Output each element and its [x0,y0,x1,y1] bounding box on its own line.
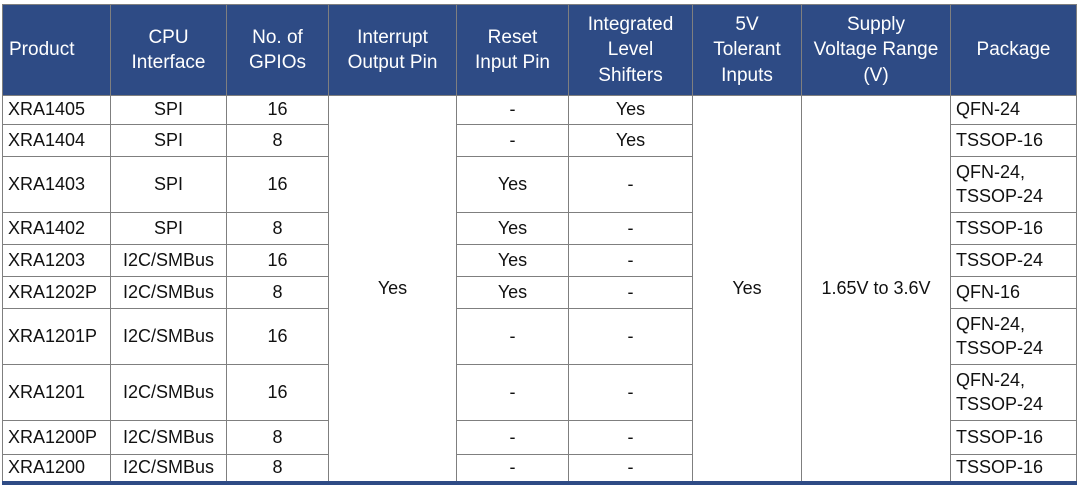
product-cell: XRA1402 [2,212,111,245]
cpu-interface-cell: I2C/SMBus [110,276,227,309]
gpios-cell: 8 [226,420,329,455]
table-row: XRA1404 SPI 8 - Yes TSSOP-16 [2,124,1077,157]
level-shifters-cell: - [568,454,693,483]
product-cell: XRA1200P [2,420,111,455]
level-shifters-cell: Yes [568,95,693,125]
product-cell: XRA1201 [2,364,111,421]
cpu-interface-cell: I2C/SMBus [110,364,227,421]
header-row: Product CPU Interface No. of GPIOs Inter… [2,4,1077,96]
supply-voltage-range-merged-cell: 1.65V to 3.6V [801,95,951,483]
level-shifters-cell: - [568,276,693,309]
reset-input-pin-cell: - [456,420,569,455]
reset-input-pin-cell: - [456,454,569,483]
package-cell: TSSOP-16 [950,124,1077,157]
level-shifters-cell: - [568,420,693,455]
header-supply-voltage-range: Supply Voltage Range (V) [801,4,951,96]
header-reset-input-pin: Reset Input Pin [456,4,569,96]
table-row: XRA1200 I2C/SMBus 8 - - TSSOP-16 [2,454,1077,483]
table-row: XRA1201P I2C/SMBus 16 - - QFN-24, TSSOP-… [2,308,1077,365]
reset-input-pin-cell: - [456,364,569,421]
package-cell: TSSOP-16 [950,420,1077,455]
gpios-cell: 16 [226,95,329,125]
reset-input-pin-cell: - [456,95,569,125]
cpu-interface-cell: I2C/SMBus [110,454,227,483]
product-cell: XRA1203 [2,244,111,277]
gpios-cell: 8 [226,212,329,245]
package-cell: QFN-24, TSSOP-24 [950,156,1077,213]
product-cell: XRA1202P [2,276,111,309]
gpios-cell: 8 [226,124,329,157]
reset-input-pin-cell: Yes [456,156,569,213]
product-cell: XRA1405 [2,95,111,125]
cpu-interface-cell: I2C/SMBus [110,308,227,365]
interrupt-output-pin-merged-cell: Yes [328,95,457,483]
cpu-interface-cell: SPI [110,95,227,125]
level-shifters-cell: - [568,212,693,245]
table-row: XRA1405 SPI 16 Yes - Yes Yes 1.65V to 3.… [2,95,1077,483]
reset-input-pin-cell: Yes [456,212,569,245]
header-interrupt-output-pin: Interrupt Output Pin [328,4,457,96]
gpios-cell: 16 [226,156,329,213]
header-gpios: No. of GPIOs [226,4,329,96]
package-cell: TSSOP-24 [950,244,1077,277]
gpios-cell: 16 [226,308,329,365]
header-level-shifters: Integrated Level Shifters [568,4,693,96]
cpu-interface-cell: SPI [110,156,227,213]
table-row: XRA1203 I2C/SMBus 16 Yes - TSSOP-24 [2,244,1077,277]
reset-input-pin-cell: - [456,124,569,157]
table-row: XRA1403 SPI 16 Yes - QFN-24, TSSOP-24 [2,156,1077,213]
package-cell: QFN-24, TSSOP-24 [950,364,1077,421]
table-row: XRA1200P I2C/SMBus 8 - - TSSOP-16 [2,420,1077,455]
header-cpu-interface: CPU Interface [110,4,227,96]
package-cell: TSSOP-16 [950,212,1077,245]
level-shifters-cell: - [568,156,693,213]
level-shifters-cell: - [568,364,693,421]
reset-input-pin-cell: Yes [456,244,569,277]
cpu-interface-cell: SPI [110,124,227,157]
product-cell: XRA1201P [2,308,111,365]
gpios-cell: 16 [226,364,329,421]
product-cell: XRA1200 [2,454,111,483]
gpios-cell: 8 [226,454,329,483]
product-cell: XRA1404 [2,124,111,157]
header-package: Package [950,4,1077,96]
header-5v-tolerant-inputs: 5V Tolerant Inputs [692,4,802,96]
5v-tolerant-inputs-merged-cell: Yes [692,95,802,483]
level-shifters-cell: - [568,244,693,277]
product-cell: XRA1403 [2,156,111,213]
header-product: Product [2,4,111,96]
gpios-cell: 8 [226,276,329,309]
cpu-interface-cell: I2C/SMBus [110,244,227,277]
level-shifters-cell: - [568,308,693,365]
reset-input-pin-cell: - [456,308,569,365]
table-row: XRA1202P I2C/SMBus 8 Yes - QFN-16 [2,276,1077,309]
gpio-expander-spec-table: Product CPU Interface No. of GPIOs Inter… [2,4,1077,485]
cpu-interface-cell: SPI [110,212,227,245]
gpios-cell: 16 [226,244,329,277]
package-cell: QFN-16 [950,276,1077,309]
reset-input-pin-cell: Yes [456,276,569,309]
package-cell: QFN-24 [950,95,1077,125]
level-shifters-cell: Yes [568,124,693,157]
table-row: XRA1402 SPI 8 Yes - TSSOP-16 [2,212,1077,245]
cpu-interface-cell: I2C/SMBus [110,420,227,455]
package-cell: QFN-24, TSSOP-24 [950,308,1077,365]
package-cell: TSSOP-16 [950,454,1077,483]
